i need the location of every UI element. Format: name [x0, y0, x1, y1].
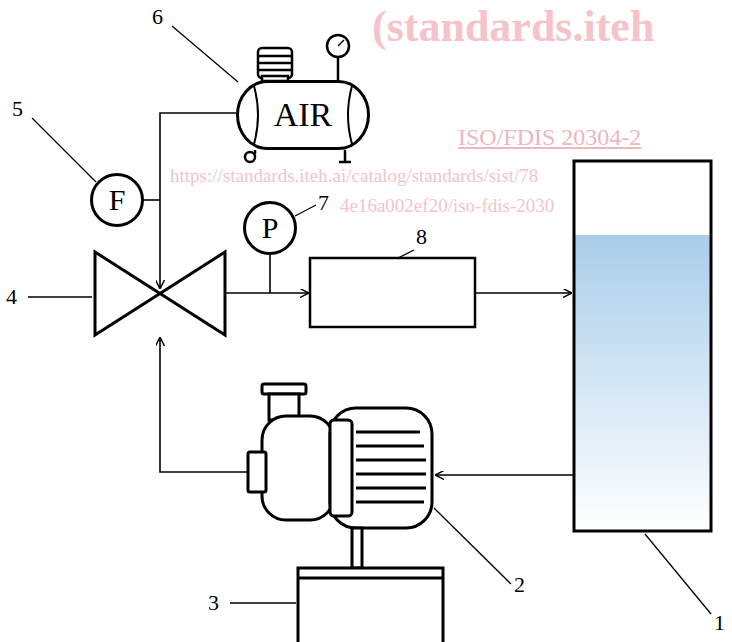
tank-outlet-line — [436, 474, 573, 476]
callout-number: 8 — [416, 224, 427, 249]
test-section-box — [310, 258, 475, 327]
air-line — [160, 113, 236, 288]
callout-number: 3 — [208, 590, 219, 615]
node-text: F — [109, 185, 126, 215]
watermark-text: ISO/FDIS 20304-2 — [458, 124, 641, 152]
callout-number: 2 — [514, 572, 525, 597]
callout-number: 4 — [6, 284, 17, 309]
node-text: AIR — [274, 98, 333, 132]
leader-lines — [28, 26, 711, 614]
gauge-tap — [269, 255, 271, 293]
callout-number: 1 — [714, 610, 725, 635]
section-outlet-line — [475, 292, 571, 294]
compressor-tank: AIR — [236, 80, 370, 150]
watermark-text: 4e16a002ef20/iso-fdis-2030 — [340, 195, 554, 217]
valve-outlet-line — [225, 292, 308, 294]
tank-body — [574, 161, 711, 531]
watermark-text: (standards.iteh — [372, 2, 654, 53]
pressure-gauge-circle: P — [243, 201, 297, 255]
tank-water — [574, 235, 711, 531]
node-text: P — [262, 213, 279, 243]
callout-number: 7 — [318, 190, 329, 215]
watermark-text: https://standards.iteh.ai/catalog/standa… — [170, 165, 538, 187]
pump-outlet-line — [160, 338, 248, 472]
flowmeter-tap — [144, 199, 160, 201]
flowmeter-circle: F — [90, 173, 144, 227]
callout-number: 6 — [152, 4, 163, 29]
callout-number: 5 — [12, 96, 23, 121]
tank-outline — [574, 161, 711, 531]
